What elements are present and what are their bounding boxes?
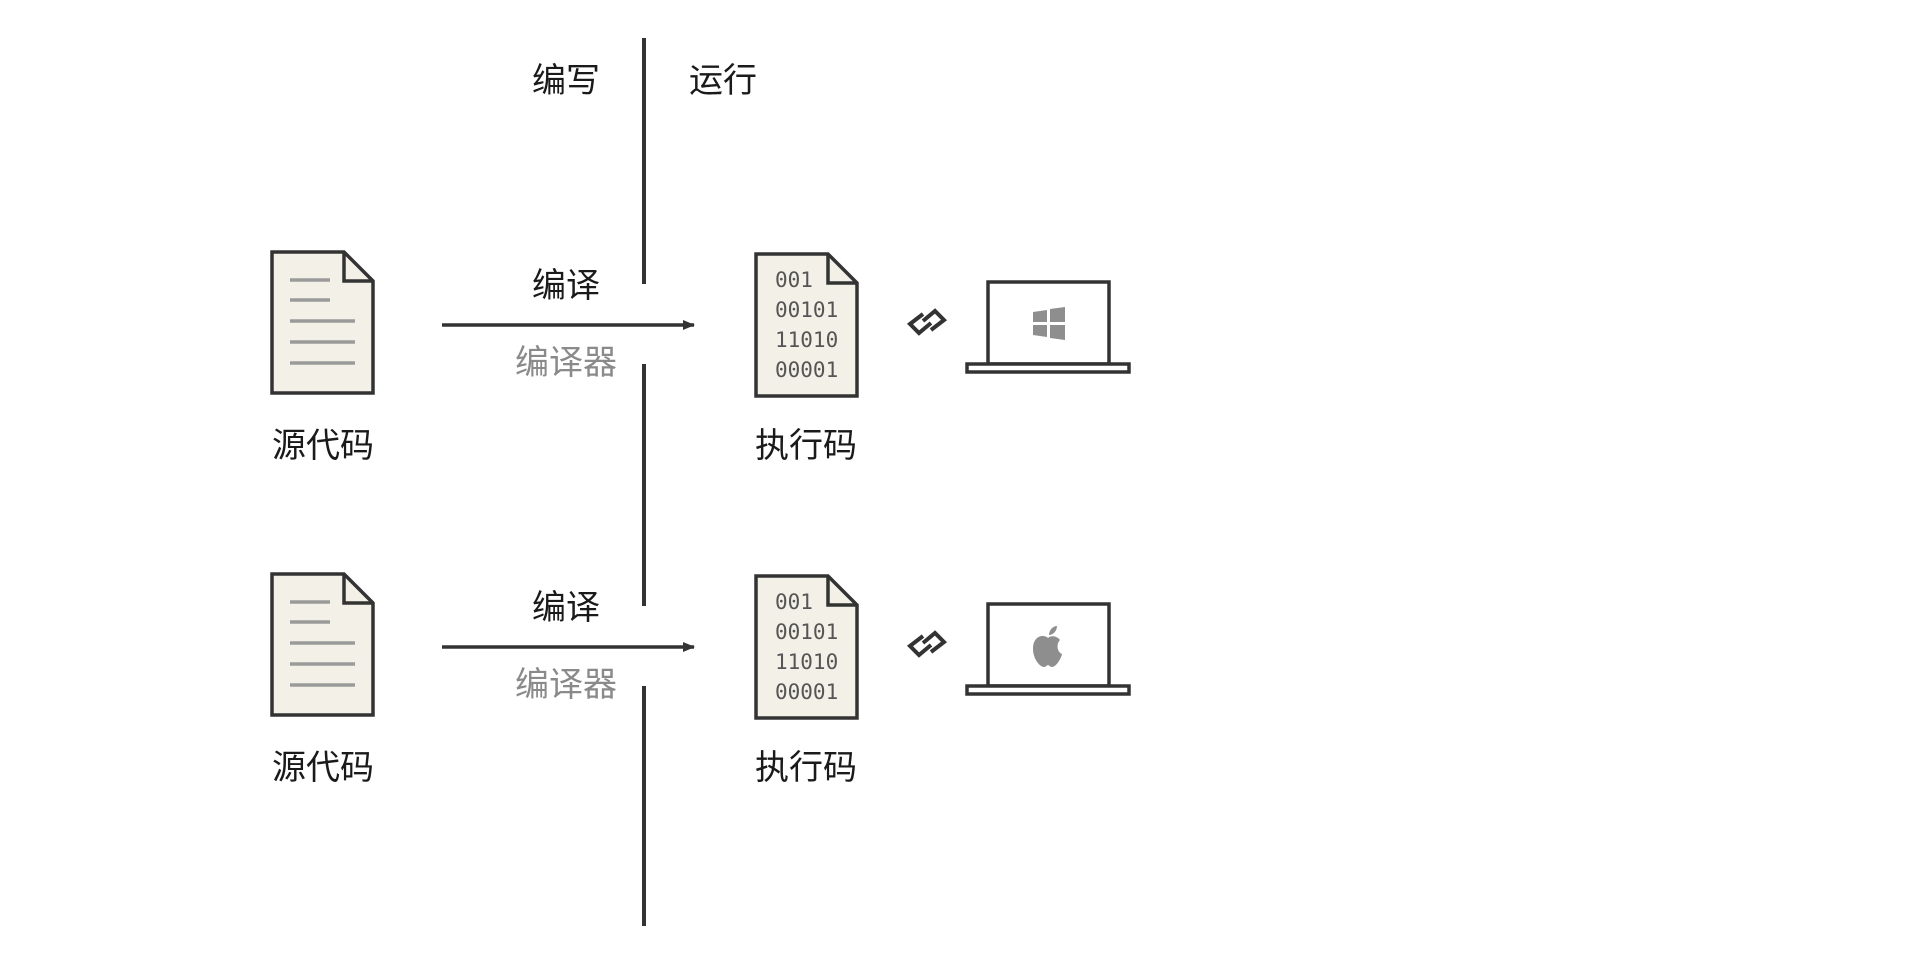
write-phase-label: 编写: [532, 61, 600, 101]
binary-line: 11010: [775, 328, 838, 352]
compiler-label: 编译器: [515, 665, 617, 705]
binary-line: 11010: [775, 650, 838, 674]
binary-line: 00101: [775, 620, 838, 644]
run-phase-label: 运行: [689, 61, 757, 101]
executable-code-label: 执行码: [755, 426, 857, 466]
compile-label: 编译: [532, 266, 600, 306]
windows-icon: [1033, 307, 1065, 340]
compile-row-mac: 源代码 编译 编译器 001 00101 11010 00001 执行码: [270, 572, 1131, 788]
source-code-label: 源代码: [272, 748, 374, 788]
link-icon: [906, 630, 948, 658]
executable-code-label: 执行码: [755, 748, 857, 788]
binary-line: 00101: [775, 298, 838, 322]
apple-icon: [1033, 626, 1062, 667]
binary-line: 00001: [775, 358, 838, 382]
binary-line: 001: [775, 590, 813, 614]
executable-document-icon: 001 00101 11010 00001: [754, 574, 859, 720]
compile-row-windows: 源代码 编译 编译器 001 00101 11010 00001 执行码: [270, 250, 1131, 466]
binary-line: 001: [775, 268, 813, 292]
binary-line: 00001: [775, 680, 838, 704]
source-document-icon: [270, 250, 375, 395]
source-document-icon: [270, 572, 375, 717]
compiler-label: 编译器: [515, 343, 617, 383]
source-code-label: 源代码: [272, 426, 374, 466]
laptop-icon: [965, 280, 1131, 374]
link-icon: [906, 308, 948, 336]
compile-label: 编译: [532, 588, 600, 628]
executable-document-icon: 001 00101 11010 00001: [754, 252, 859, 398]
